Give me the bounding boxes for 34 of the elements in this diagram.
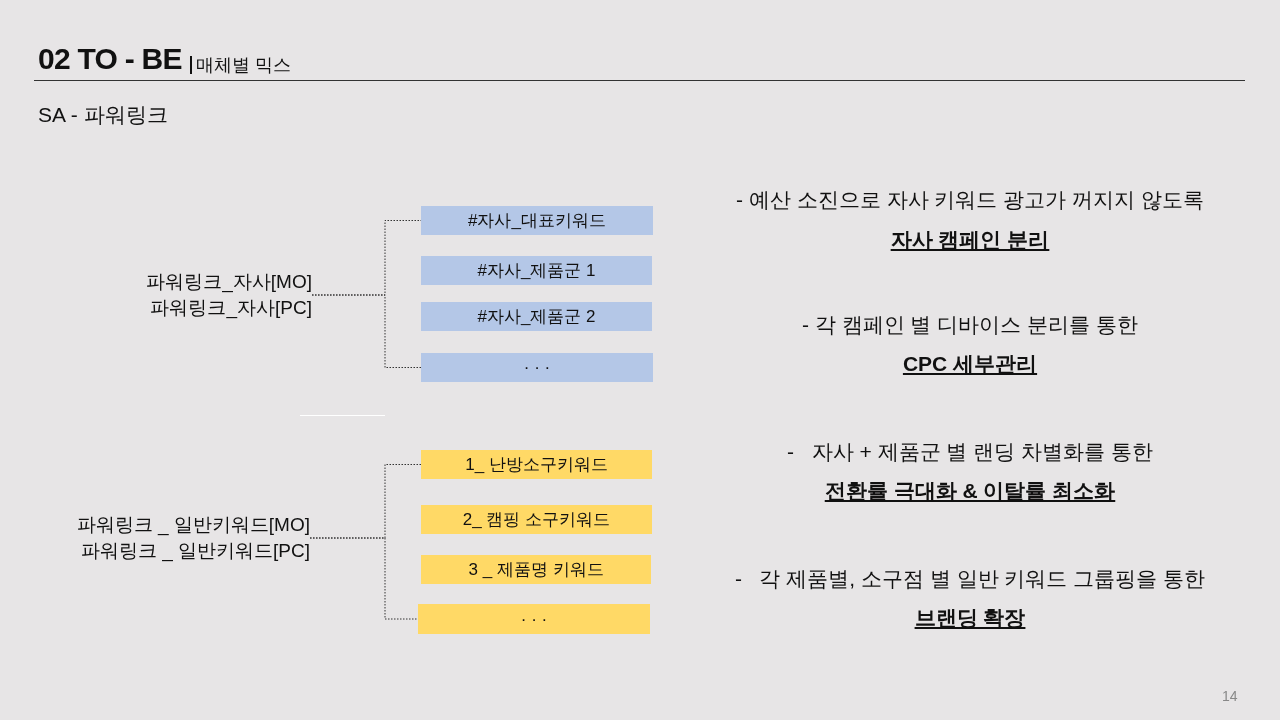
node-text: 2_ 캠핑 소구키워드 [462, 511, 611, 528]
node-text: #자사_제품군 1 [477, 262, 596, 279]
node-text: 1_ 난방소구키워드 [465, 456, 608, 473]
node-text: #자사_제품군 2 [477, 308, 596, 325]
node-text: #자사_대표키워드 [468, 212, 606, 229]
connector-line [309, 537, 419, 620]
slide-title: 02 TO - BE [38, 44, 182, 74]
keyword-box [421, 450, 652, 479]
key-point: CPC 세부관리 [902, 351, 1038, 377]
node-text: 파워링크_자사[PC] [150, 296, 312, 321]
keyword-box [421, 302, 652, 331]
keyword-box [418, 604, 650, 634]
section-heading: SA - 파워링크 [38, 102, 168, 128]
node-text: · · · [523, 359, 551, 376]
page-number: 14 [1222, 687, 1238, 706]
node-text: 파워링크 _ 일반키워드[PC] [80, 539, 310, 564]
node-text: 파워링크_자사[MO] [146, 270, 312, 295]
keyword-box [421, 505, 652, 534]
node-text: 파워링크 _ 일반키워드[MO] [76, 513, 310, 538]
slide-subtitle: 매체별 믹스 [189, 56, 291, 74]
key-point: 전환률 극대화 & 이탈률 최소화 [824, 478, 1116, 504]
key-point: 자사 캠페인 분리 [890, 227, 1050, 253]
node-text: 3 _ 제품명 키워드 [468, 561, 604, 578]
connector-line [311, 294, 422, 368]
note-text: - 각 캠페인 별 디바이스 분리를 통한 [802, 312, 1138, 338]
note-text: - 각 제품별, 소구점 별 일반 키워드 그룹핑을 통한 [734, 566, 1206, 592]
note-text: - 예산 소진으로 자사 키워드 광고가 꺼지지 않도록 [736, 187, 1204, 213]
keyword-box [421, 206, 653, 235]
keyword-box [421, 353, 653, 382]
keyword-box [421, 256, 652, 285]
keyword-box [421, 555, 651, 584]
key-point: 브랜딩 확장 [914, 605, 1026, 631]
note-text: - 자사 + 제품군 별 랜딩 차별화를 통한 [787, 439, 1153, 465]
node-text: · · · [520, 610, 548, 628]
